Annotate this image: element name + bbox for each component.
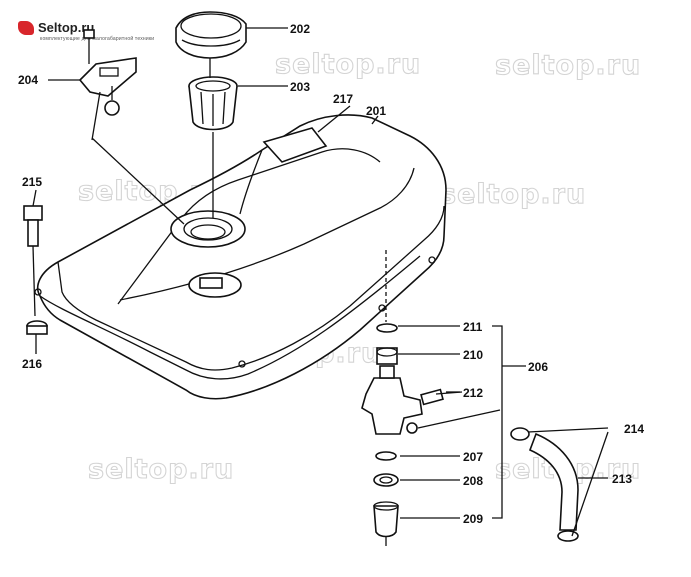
callout-214: 214 [624, 422, 644, 436]
callout-213: 213 [612, 472, 632, 486]
callout-206: 206 [528, 360, 548, 374]
callout-202: 202 [290, 22, 310, 36]
callout-203: 203 [290, 80, 310, 94]
callout-210: 210 [463, 348, 483, 362]
logo-mark-icon [18, 20, 34, 35]
callout-208: 208 [463, 474, 483, 488]
fuel-tank [34, 114, 447, 400]
callout-217: 217 [333, 92, 353, 106]
callout-207: 207 [463, 450, 483, 464]
fuel-strainer [188, 76, 238, 131]
logo-subtext: комплектующие для малогабаритной техники [40, 36, 155, 42]
label-plate [262, 127, 328, 163]
fuel-gauge-bracket [78, 29, 137, 116]
fuel-hose [510, 427, 579, 542]
rubber-washer [26, 320, 48, 335]
watermark: seltop.ru [440, 179, 586, 210]
fuel-tap-assembly [361, 250, 501, 546]
callout-211: 211 [463, 320, 483, 334]
callout-201: 201 [366, 104, 386, 118]
callout-204: 204 [18, 73, 38, 87]
callout-209: 209 [463, 512, 483, 526]
callout-215: 215 [22, 175, 42, 189]
site-logo[interactable]: Seltop.ru [18, 20, 94, 35]
mounting-bolt [23, 205, 43, 247]
watermark: seltop.ru [275, 49, 421, 80]
logo-text: Seltop.ru [38, 20, 95, 35]
callout-216: 216 [22, 357, 42, 371]
watermark: seltop.ru [495, 50, 641, 81]
callout-212: 212 [463, 386, 483, 400]
watermark: seltop.ru [88, 454, 234, 485]
fuel-cap [175, 11, 247, 59]
